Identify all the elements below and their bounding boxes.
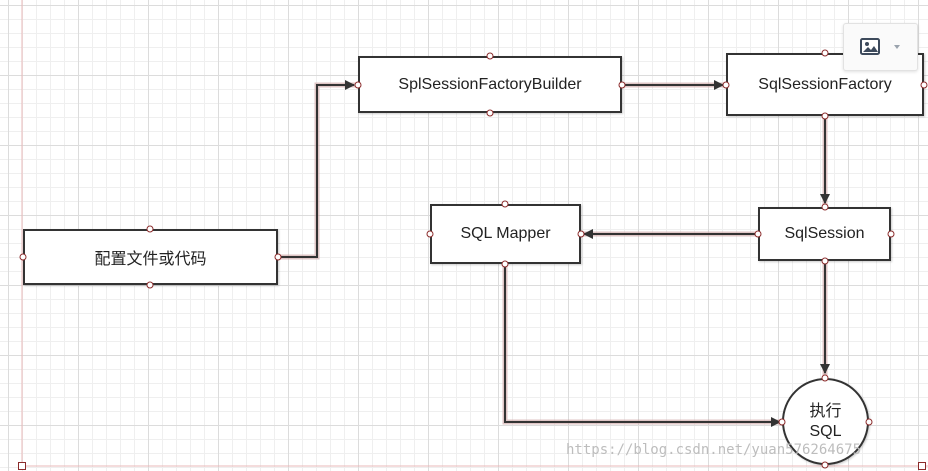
node-execute-label-2: SQL bbox=[809, 422, 842, 440]
node-config-label: 配置文件或代码 bbox=[94, 251, 207, 268]
chevron-down-icon bbox=[894, 45, 900, 49]
anchor[interactable] bbox=[920, 81, 928, 89]
anchor[interactable] bbox=[501, 200, 509, 208]
anchor[interactable] bbox=[146, 281, 154, 289]
anchor[interactable] bbox=[274, 253, 282, 261]
node-builder[interactable]: SplSessionFactoryBuilder bbox=[358, 56, 622, 113]
anchor[interactable] bbox=[722, 81, 730, 89]
node-config[interactable]: 配置文件或代码 bbox=[23, 229, 278, 285]
edge-config-to-builder bbox=[278, 80, 355, 258]
anchor[interactable] bbox=[577, 230, 585, 238]
anchor[interactable] bbox=[778, 418, 786, 426]
node-mapper[interactable]: SQL Mapper bbox=[430, 204, 581, 264]
anchor[interactable] bbox=[821, 374, 829, 382]
watermark: https://blog.csdn.net/yuan576264675 bbox=[566, 442, 862, 458]
selection-handle[interactable] bbox=[918, 462, 926, 470]
anchor[interactable] bbox=[486, 109, 494, 117]
anchor[interactable] bbox=[865, 418, 873, 426]
anchor[interactable] bbox=[501, 260, 509, 268]
node-execute-label-1: 执行 bbox=[809, 402, 842, 420]
anchor[interactable] bbox=[19, 253, 27, 261]
edge-mapper-to-execute bbox=[504, 263, 781, 427]
anchor[interactable] bbox=[486, 52, 494, 60]
anchor[interactable] bbox=[821, 112, 829, 120]
anchor[interactable] bbox=[426, 230, 434, 238]
image-icon bbox=[860, 38, 880, 55]
node-session[interactable]: SqlSession bbox=[758, 207, 891, 261]
anchor[interactable] bbox=[887, 230, 895, 238]
anchor[interactable] bbox=[821, 203, 829, 211]
node-builder-label: SplSessionFactoryBuilder bbox=[398, 75, 582, 93]
anchor[interactable] bbox=[821, 257, 829, 265]
node-session-label: SqlSession bbox=[784, 225, 865, 242]
image-toolbar-button[interactable] bbox=[843, 23, 918, 71]
anchor[interactable] bbox=[754, 230, 762, 238]
anchor[interactable] bbox=[821, 461, 829, 469]
anchor[interactable] bbox=[618, 81, 626, 89]
node-factory-label: SqlSessionFactory bbox=[758, 75, 892, 93]
anchor[interactable] bbox=[146, 225, 154, 233]
anchor[interactable] bbox=[821, 49, 829, 57]
selection-handle[interactable] bbox=[18, 462, 26, 470]
node-mapper-label: SQL Mapper bbox=[460, 225, 551, 242]
anchor[interactable] bbox=[354, 81, 362, 89]
